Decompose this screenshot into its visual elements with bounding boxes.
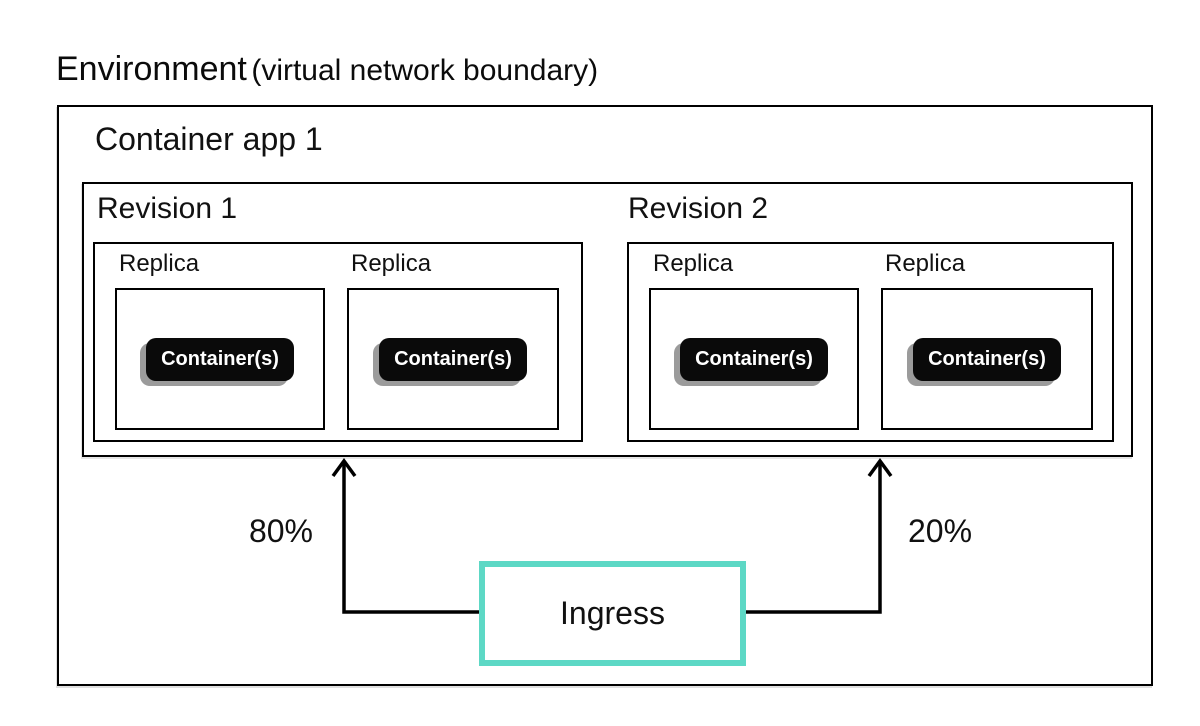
replica-box: Container(s) [115, 288, 325, 430]
containers-badge: Container(s) [913, 337, 1061, 381]
diagram-title: Environment (virtual network boundary) [56, 50, 598, 89]
title-environment: Environment [56, 50, 247, 88]
revision-1-box: Replica Replica Container(s) Container(s… [93, 242, 583, 442]
containers-badge: Container(s) [146, 337, 294, 381]
revision-2-box: Replica Replica Container(s) Container(s… [627, 242, 1114, 442]
traffic-percent-revision-1: 80% [248, 513, 313, 549]
ingress-box: Ingress [479, 561, 746, 666]
replica-label: Replica [885, 250, 966, 277]
replica-box: Container(s) [649, 288, 859, 430]
replica-box: Container(s) [881, 288, 1093, 430]
environment-box: Container app 1 Revision 1 Revision 2 Re… [57, 105, 1153, 686]
replica-box: Container(s) [347, 288, 559, 430]
containers-badge: Container(s) [680, 337, 828, 381]
traffic-percent-revision-2: 20% [908, 513, 973, 549]
replica-label: Replica [119, 250, 200, 277]
container-app-box: Revision 1 Revision 2 Replica Replica Co… [82, 182, 1133, 457]
replica-label: Replica [653, 250, 734, 277]
containers-badge: Container(s) [379, 337, 527, 381]
replica-label: Replica [351, 250, 432, 277]
revision-2-label: Revision 2 [628, 192, 769, 225]
container-app-label: Container app 1 [95, 121, 323, 157]
title-vnet-boundary: (virtual network boundary) [251, 54, 599, 87]
ingress-label: Ingress [560, 595, 665, 631]
revision-1-label: Revision 1 [97, 192, 238, 225]
